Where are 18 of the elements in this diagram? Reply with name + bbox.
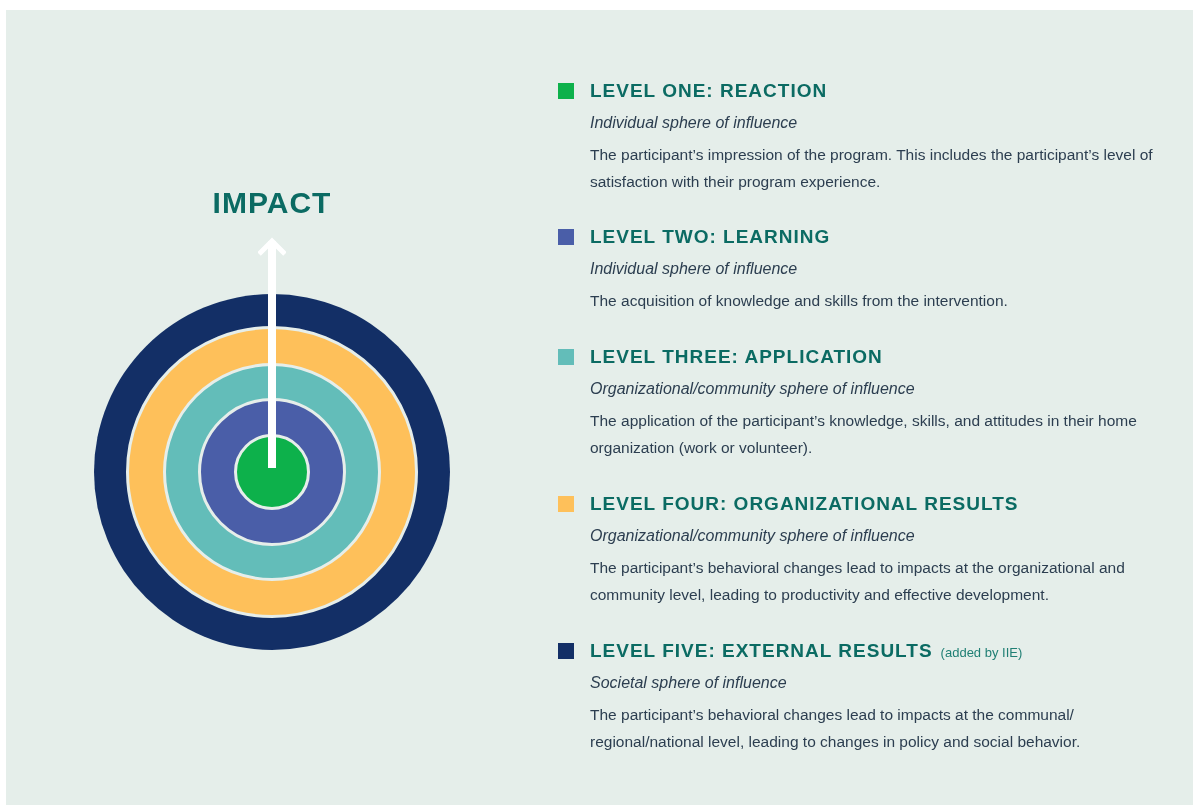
legend-heading: LEVEL FOUR: ORGANIZATIONAL RESULTS — [590, 491, 1019, 516]
sphere-subtitle: Organizational/community sphere of influence — [590, 526, 916, 546]
description-text: The acquisition of knowledge and skills from the intervention. — [590, 291, 1009, 311]
sphere-subtitle: Individual sphere of influence — [590, 113, 799, 133]
legend-heading: LEVEL TWO: LEARNING — [590, 224, 831, 249]
impact-label: IMPACT — [212, 185, 332, 221]
sphere-subtitle: Individual sphere of influence — [590, 259, 799, 279]
legend-heading: LEVEL ONE: REACTION — [590, 78, 828, 103]
arrow — [258, 238, 286, 468]
note-text: (added by IIE) — [940, 643, 1023, 662]
description-text: The participant’s impression of the program. This includes the participant’s level of satisfaction with their program experience. — [590, 145, 1154, 192]
description-text: The participant’s behavioral changes lead to impacts at the communal/ regional/national level, leading to changes in policy and social behavior. — [590, 705, 1082, 752]
sphere-subtitle: Organizational/community sphere of influence — [590, 379, 916, 399]
description-text: The participant’s behavioral changes lead to impacts at the organizational and community level, leading to productivity and effective development. — [590, 558, 1126, 605]
legend-heading: LEVEL FIVE: EXTERNAL RESULTS — [590, 638, 933, 663]
description-text: The application of the participant’s knowledge, skills, and attitudes in their home organization (work or volunteer). — [590, 411, 1138, 458]
legend-heading: LEVEL THREE: APPLICATION — [590, 344, 883, 369]
sphere-subtitle: Societal sphere of influence — [590, 673, 788, 693]
